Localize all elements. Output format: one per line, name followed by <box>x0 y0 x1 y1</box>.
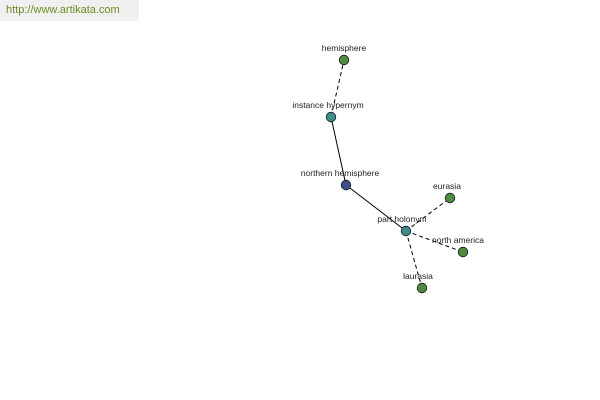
node-hemisphere[interactable]: hemisphere <box>322 43 367 66</box>
node-label-northern-hemisphere: northern hemisphere <box>301 168 380 178</box>
node-dot-north-america[interactable] <box>457 246 469 258</box>
edges-layer <box>330 59 464 289</box>
node-label-part-holonym: part holonym <box>377 214 426 224</box>
node-label-instance-hypernym: instance hypernym <box>292 100 363 110</box>
edge-part-holonym-to-eurasia <box>405 197 451 232</box>
node-label-laurasia: laurasia <box>403 271 433 281</box>
node-laurasia[interactable]: laurasia <box>403 271 433 294</box>
nodes-layer: hemisphere instance hypernym northern hemi… <box>292 43 484 294</box>
edge-northern-hemisphere-to-part-holonym <box>345 184 407 232</box>
node-label-eurasia: eurasia <box>433 181 461 191</box>
edge-part-holonym-to-laurasia <box>405 230 423 289</box>
edge-instance-hypernym-to-hemisphere <box>330 59 345 118</box>
node-dot-eurasia[interactable] <box>444 192 456 204</box>
node-dot-part-holonym[interactable] <box>400 225 412 237</box>
edge-part-holonym-to-north-america <box>405 230 464 253</box>
node-part-holonym[interactable]: part holonym <box>377 214 427 237</box>
node-instance-hypernym[interactable]: instance hypernym <box>292 100 364 123</box>
node-dot-instance-hypernym[interactable] <box>325 111 337 123</box>
node-northern-hemisphere[interactable]: northern hemisphere <box>301 168 380 191</box>
node-dot-northern-hemisphere[interactable] <box>340 179 352 191</box>
node-dot-hemisphere[interactable] <box>338 54 350 66</box>
node-dot-laurasia[interactable] <box>416 282 428 294</box>
node-eurasia[interactable]: eurasia <box>433 181 461 204</box>
node-label-north-america: north america <box>432 235 484 245</box>
edge-northern-hemisphere-to-instance-hypernym <box>330 116 347 186</box>
source-link[interactable]: http://www.artikata.com <box>0 0 139 21</box>
node-label-hemisphere: hemisphere <box>322 43 367 53</box>
node-north-america[interactable]: north america <box>432 235 484 258</box>
